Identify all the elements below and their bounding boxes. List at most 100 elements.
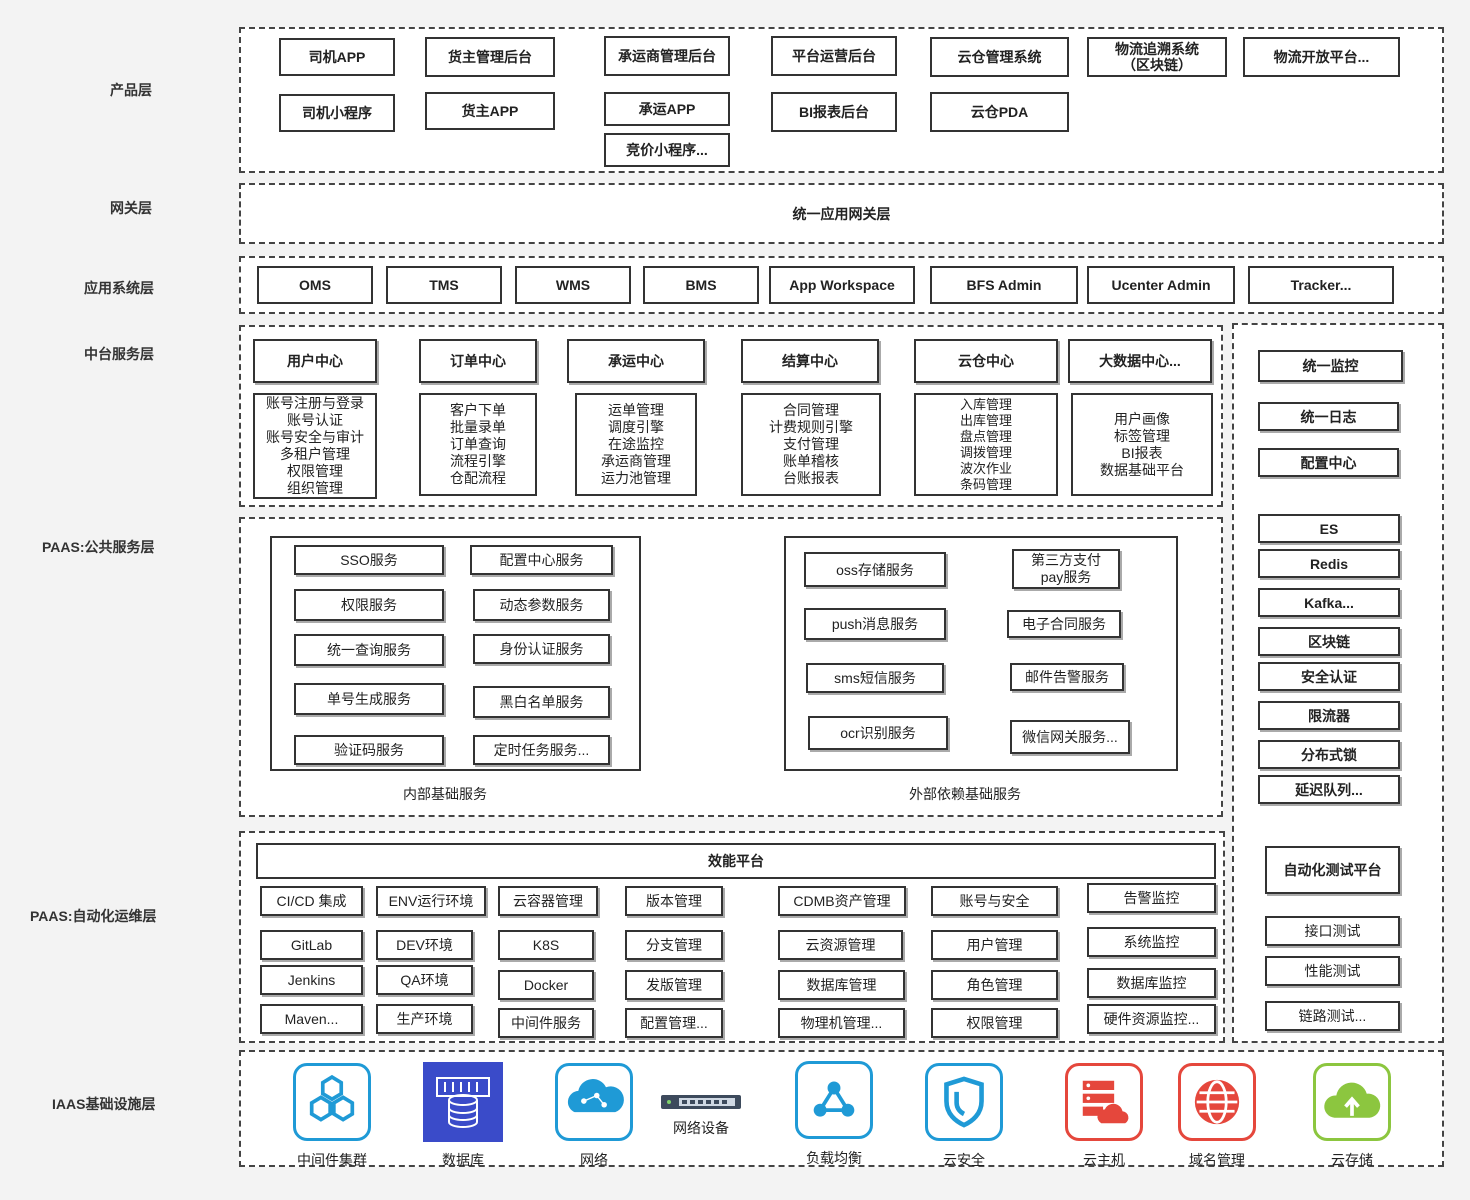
app-oms: OMS: [257, 266, 373, 304]
iaas-caption-cloud-storage: 云存储: [1331, 1152, 1373, 1168]
ops-maven: Maven...: [260, 1004, 363, 1034]
ops-database-monitor: 数据库监控: [1087, 968, 1216, 998]
center-settlement-item: 支付管理: [783, 436, 839, 452]
ops-cmdb: CDMB资产管理: [778, 886, 906, 916]
app-tracker: Tracker...: [1248, 266, 1394, 304]
ops-physical-machine: 物理机管理...: [778, 1008, 905, 1038]
ops-config-mgmt: 配置管理...: [625, 1008, 723, 1038]
right-api-test: 接口测试: [1265, 916, 1400, 946]
ops-system-monitor: 系统监控: [1087, 927, 1216, 957]
center-carrier-items: 运单管理 调度引擎 在途监控 承运商管理 运力池管理: [575, 393, 697, 496]
iaas-caption-cloud-security: 云安全: [943, 1152, 985, 1168]
service-pay-line1: 第三方支付: [1031, 552, 1101, 568]
app-ucenter-admin: Ucenter Admin: [1087, 266, 1235, 304]
right-es: ES: [1258, 514, 1400, 543]
product-cloud-pda: 云仓PDA: [930, 92, 1069, 132]
center-user-title: 用户中心: [253, 339, 377, 383]
service-ocr: ocr识别服务: [808, 716, 948, 750]
layer-label-iaas: IAAS基础设施层: [52, 1096, 156, 1112]
service-permission: 权限服务: [294, 589, 444, 621]
center-order-items: 客户下单 批量录单 订单查询 流程引擎 仓配流程: [419, 393, 537, 496]
service-push: push消息服务: [804, 608, 946, 640]
ops-account-security: 账号与安全: [931, 886, 1058, 916]
center-bigdata-item: BI报表: [1121, 444, 1163, 461]
product-trace-system: 物流追溯系统 （区块链）: [1087, 37, 1227, 77]
center-order-item: 订单查询: [450, 436, 506, 452]
center-order-item: 流程引擎: [450, 453, 506, 469]
right-security-auth: 安全认证: [1258, 662, 1400, 691]
iaas-caption-network: 网络: [580, 1152, 608, 1168]
center-settlement-item: 计费规则引擎: [769, 419, 853, 435]
ops-prod-env: 生产环境: [376, 1004, 473, 1034]
product-trace-line1: 物流追溯系统: [1115, 41, 1199, 57]
center-carrier-item: 在途监控: [608, 436, 664, 452]
product-shipper-app: 货主APP: [425, 92, 555, 130]
ops-env: ENV运行环境: [376, 886, 486, 916]
center-order-title: 订单中心: [419, 339, 537, 383]
center-bigdata-item: 标签管理: [1114, 427, 1170, 444]
center-cloudwh-item: 波次作业: [959, 460, 1012, 476]
service-unified-query: 统一查询服务: [294, 634, 444, 666]
center-user-item: 权限管理: [287, 463, 343, 479]
center-order-item: 仓配流程: [450, 470, 506, 486]
center-user-item: 组织管理: [287, 480, 343, 496]
internal-services-caption: 内部基础服务: [403, 786, 487, 802]
product-bidding-mini: 竞价小程序...: [604, 133, 730, 167]
service-e-contract: 电子合同服务: [1007, 610, 1121, 638]
app-bfs-admin: BFS Admin: [930, 266, 1078, 304]
ops-middleware-service: 中间件服务: [498, 1008, 594, 1038]
center-cloudwh-title: 云仓中心: [914, 339, 1058, 383]
product-open-platform: 物流开放平台...: [1243, 37, 1400, 77]
app-workspace: App Workspace: [769, 266, 915, 304]
ops-dev-env: DEV环境: [376, 930, 473, 960]
center-bigdata-item: 用户画像: [1114, 410, 1170, 427]
ops-container-mgmt: 云容器管理: [498, 886, 598, 916]
ops-gitlab: GitLab: [260, 930, 363, 960]
iaas-caption-domain: 域名管理: [1189, 1152, 1245, 1168]
right-rate-limiter: 限流器: [1258, 701, 1400, 730]
ops-hardware-monitor: 硬件资源监控...: [1087, 1004, 1216, 1034]
right-config-center: 配置中心: [1258, 448, 1399, 477]
layer-label-app: 应用系统层: [84, 280, 154, 296]
service-identity-auth: 身份认证服务: [473, 634, 610, 664]
center-carrier-item: 运单管理: [608, 402, 664, 418]
iaas-caption-database: 数据库: [442, 1152, 484, 1168]
layer-label-paas-public: PAAS:公共服务层: [42, 539, 155, 555]
service-wechat-gateway: 微信网关服务...: [1010, 720, 1130, 754]
right-unified-logging: 统一日志: [1258, 402, 1399, 431]
service-oss: oss存储服务: [804, 552, 946, 587]
center-cloudwh-items: 入库管理 出库管理 盘点管理 调拨管理 波次作业 条码管理: [914, 393, 1058, 496]
center-user-item: 账号安全与审计: [266, 429, 364, 445]
center-cloudwh-item: 出库管理: [959, 412, 1012, 428]
service-serial-number: 单号生成服务: [294, 683, 444, 715]
right-trace-test: 链路测试...: [1265, 1001, 1400, 1031]
ops-efficiency-platform: 效能平台: [256, 843, 1216, 879]
ops-jenkins: Jenkins: [260, 965, 363, 995]
app-bms: BMS: [643, 266, 759, 304]
service-sso: SSO服务: [294, 545, 444, 575]
ops-cloud-resource: 云资源管理: [778, 930, 903, 960]
center-bigdata-item: 数据基础平台: [1100, 461, 1184, 478]
right-redis: Redis: [1258, 549, 1400, 578]
app-wms: WMS: [515, 266, 631, 304]
product-driver-app: 司机APP: [279, 38, 395, 76]
app-tms: TMS: [386, 266, 502, 304]
center-user-item: 多租户管理: [280, 446, 350, 462]
iaas-caption-network-device: 网络设备: [673, 1120, 729, 1136]
domain-globe-icon: [1178, 1063, 1256, 1141]
center-cloudwh-item: 条码管理: [959, 476, 1012, 492]
product-trace-line2: （区块链）: [1122, 57, 1192, 73]
iaas-caption-middleware: 中间件集群: [297, 1152, 367, 1168]
center-cloudwh-item: 入库管理: [959, 396, 1012, 412]
network-icon: [555, 1063, 633, 1141]
service-email-alert: 邮件告警服务: [1010, 663, 1124, 691]
center-settlement-item: 台账报表: [783, 470, 839, 486]
middleware-cluster-icon: [293, 1063, 371, 1141]
center-user-item: 账号认证: [287, 412, 343, 428]
ops-docker: Docker: [498, 970, 594, 1000]
center-user-item: 账号注册与登录: [266, 395, 364, 411]
service-captcha: 验证码服务: [294, 735, 444, 765]
service-scheduler: 定时任务服务...: [473, 735, 610, 765]
center-carrier-title: 承运中心: [567, 339, 705, 383]
cloud-security-icon: [925, 1063, 1003, 1141]
